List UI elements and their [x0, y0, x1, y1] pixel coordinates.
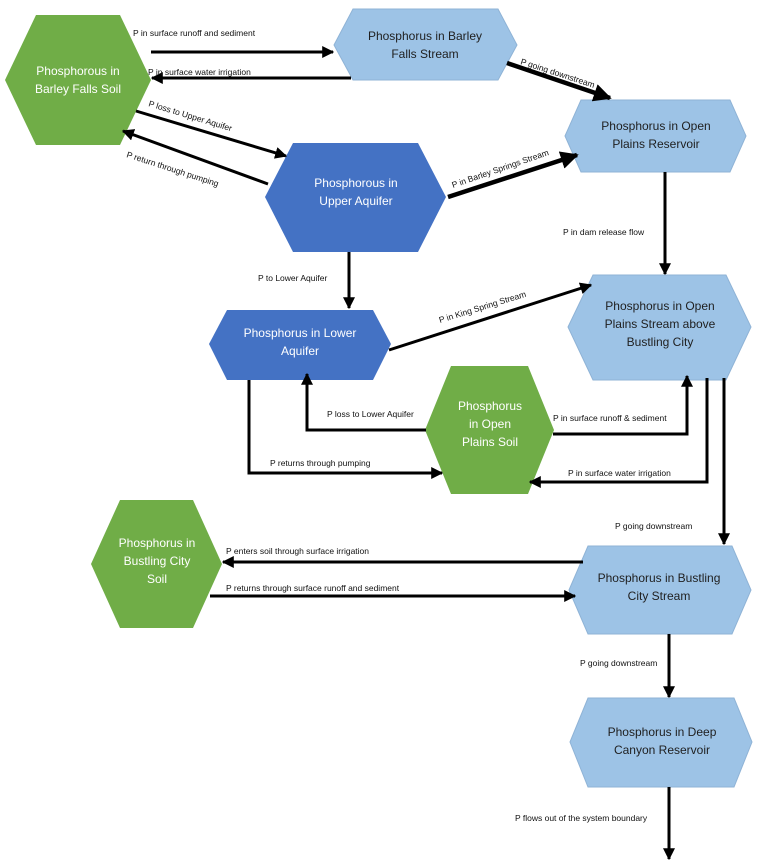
arrow-upper-aquifer-to-reservoir — [447, 151, 579, 200]
arrow-soil-to-upper-aquifer — [135, 109, 288, 159]
arrow-open-plains-soil-to-lower-aquifer — [301, 372, 426, 432]
bustling-soil-hex — [91, 500, 222, 628]
node-lower-aquifer-label: Phosphorus in Lower Aquifer — [243, 326, 357, 358]
barley-stream-hex — [333, 8, 518, 81]
open-plains-stream-hex — [567, 274, 752, 381]
arrow-stream-to-open-plains-soil — [528, 378, 709, 488]
lower-aquifer-hex — [209, 310, 391, 380]
label-irrigation-barley: P in surface water irrigation — [148, 67, 251, 77]
bustling-stream-hex — [568, 545, 752, 635]
node-open-plains-soil-label: Phosphorus in Open Plains Soil — [457, 399, 523, 449]
node-bustling-city-stream: Phosphorus in Bustling City Stream — [594, 560, 724, 614]
label-return-pumping-upper: P return through pumping — [125, 149, 220, 188]
arrow-lower-aquifer-to-open-plains-stream — [388, 282, 593, 352]
arrow-open-plains-soil-to-stream — [553, 374, 693, 436]
node-open-plains-reservoir-label: Phosphorus in Open Plains Reservoir — [601, 119, 711, 151]
label-dam-release: P in dam release flow — [563, 227, 645, 237]
deep-canyon-hex — [569, 697, 753, 788]
label-loss-lower-aquifer: P loss to Lower Aquifer — [327, 409, 414, 419]
node-bustling-city-soil-label: Phosphorus in Bustling City Soil — [118, 536, 196, 586]
node-open-plains-soil: Phosphorus in Open Plains Soil — [452, 392, 528, 456]
label-returns-pumping-lower: P returns through pumping — [270, 458, 371, 468]
node-deep-canyon-reservoir-label: Phosphorus in Deep Canyon Reservoir — [607, 725, 717, 757]
upper-aquifer-hex — [265, 143, 446, 252]
label-going-downstream-2: P going downstream — [615, 521, 693, 531]
node-upper-aquifer: Phosphorous in Upper Aquifer — [300, 165, 412, 219]
label-flows-out: P flows out of the system boundary — [515, 813, 648, 823]
node-open-plains-reservoir: Phosphorus in Open Plains Reservoir — [590, 108, 722, 162]
node-open-plains-stream-label: Phosphorus in Open Plains Stream above B… — [604, 299, 716, 349]
label-going-downstream-3: P going downstream — [580, 658, 658, 668]
node-barley-falls-stream-label: Phosphorus in Barley Falls Stream — [367, 29, 483, 61]
label-runoff-open: P in surface runoff & sediment — [553, 413, 667, 423]
arrow-upper-aquifer-to-soil — [121, 129, 269, 186]
label-returns-runoff: P returns through surface runoff and sed… — [226, 583, 400, 593]
open-plains-soil-hex — [425, 366, 554, 494]
open-plains-reservoir-hex — [564, 99, 747, 173]
arrow-lower-aquifer-to-open-plains-soil — [247, 380, 444, 479]
node-barley-falls-soil-label: Phosphorous in Barley Falls Soil — [34, 64, 122, 96]
node-barley-falls-stream: Phosphorus in Barley Falls Stream — [360, 18, 490, 72]
label-runoff-barley: P in surface runoff and sediment — [133, 28, 256, 38]
node-upper-aquifer-label: Phosphorous in Upper Aquifer — [314, 176, 398, 208]
node-open-plains-stream: Phosphorus in Open Plains Stream above B… — [598, 292, 722, 356]
label-to-lower-aquifer: P to Lower Aquifer — [258, 273, 328, 283]
arrow-barley-stream-to-reservoir — [506, 60, 612, 102]
label-irrigation-open: P in surface water irrigation — [568, 468, 671, 478]
barley-soil-hex — [5, 15, 151, 145]
node-lower-aquifer: Phosphorus in Lower Aquifer — [232, 318, 368, 366]
node-barley-falls-soil: Phosphorous in Barley Falls Soil — [30, 40, 126, 120]
node-deep-canyon-reservoir: Phosphorus in Deep Canyon Reservoir — [594, 714, 730, 768]
label-enters-soil: P enters soil through surface irrigation — [226, 546, 370, 556]
node-bustling-city-stream-label: Phosphorus in Bustling City Stream — [597, 571, 721, 603]
node-bustling-city-soil: Phosphorus in Bustling City Soil — [118, 528, 196, 594]
